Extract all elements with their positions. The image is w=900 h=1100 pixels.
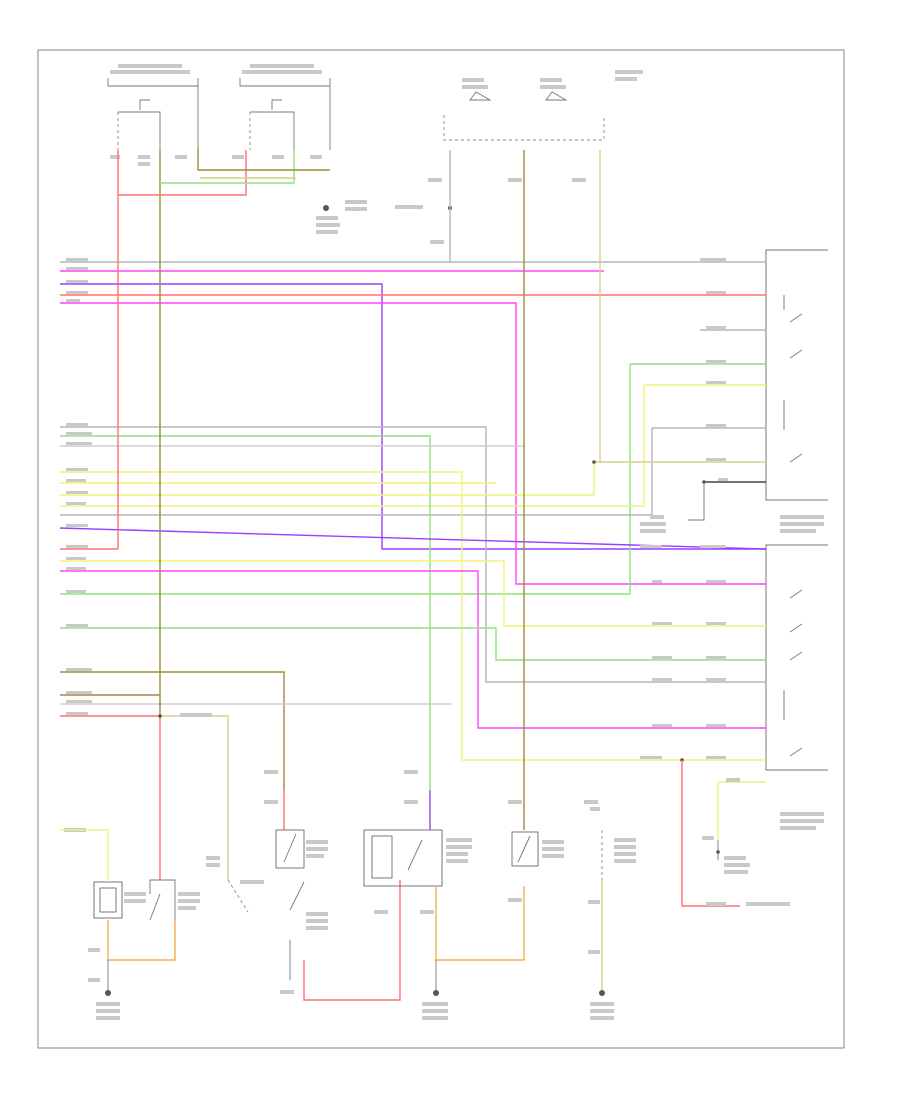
- diagram-frame: [37, 49, 845, 1049]
- bottom-right-component: [681, 760, 790, 907]
- left-wire-labels: [66, 258, 92, 715]
- wire-bus: [59, 261, 767, 880]
- bottom-right-sensor: [584, 800, 636, 1020]
- bottom-center-left-switch: [264, 770, 401, 1001]
- bottom-center-relay: [363, 770, 525, 1020]
- ground-point-top: [316, 200, 452, 234]
- top-center-connector: [428, 70, 643, 244]
- right-wire-labels: [640, 258, 728, 759]
- right-control-unit-lower: [765, 544, 828, 830]
- top-vertical-wires: [117, 148, 601, 830]
- top-left-module-1: [107, 64, 199, 166]
- bottom-left-relay: [60, 828, 200, 1020]
- right-mid-relay: [640, 482, 705, 533]
- right-control-unit-upper: [765, 249, 828, 533]
- top-left-module-2: [232, 64, 331, 159]
- bottom-center-right-switch: [508, 800, 564, 902]
- bottom-left-switch: [180, 713, 264, 913]
